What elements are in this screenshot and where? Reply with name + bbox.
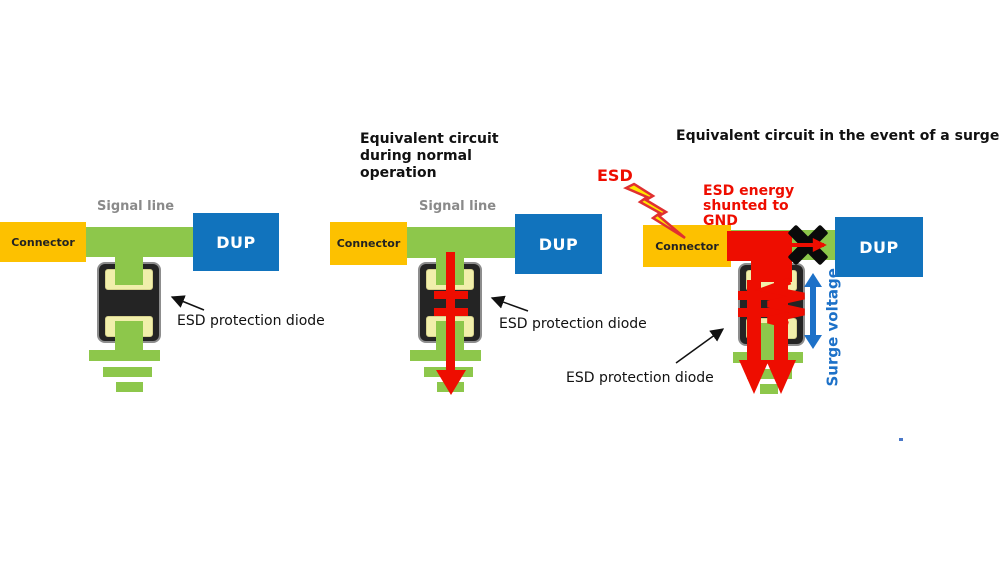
callout-arrow-icon	[675, 328, 725, 364]
connector-label: Connector	[11, 235, 75, 249]
capacitor-plate	[738, 308, 775, 317]
diode-callout-label: ESD protection diode	[177, 313, 325, 329]
dup-box: DUP	[193, 213, 279, 271]
diode-stub-top	[115, 255, 143, 285]
connector-label: Connector	[655, 239, 719, 253]
ground-bar	[89, 350, 160, 361]
stray-period-mark	[899, 438, 903, 441]
capacitor-plate	[434, 291, 468, 299]
connector-box: Connector	[330, 222, 407, 265]
surge-path-horizontal	[727, 231, 792, 261]
diode-stub-bottom	[115, 321, 143, 352]
diode-callout-label: ESD protection diode	[499, 316, 647, 332]
connector-box: Connector	[0, 222, 86, 262]
ground-bar	[116, 382, 143, 392]
surge-voltage-label: Surge voltage	[823, 268, 842, 387]
esd-label: ESD	[597, 166, 633, 185]
dup-label: DUP	[216, 232, 256, 252]
flow-arrowhead-icon	[766, 360, 796, 394]
dup-label: DUP	[859, 237, 899, 257]
ground-bar	[103, 367, 152, 377]
surge-path-vertical	[751, 260, 792, 282]
signal-line-trace	[406, 227, 516, 258]
capacitor-plate	[738, 291, 775, 300]
surge-flow-line	[774, 280, 788, 362]
ground-bar	[733, 352, 803, 363]
surge-arrowhead-up-icon	[804, 273, 822, 287]
flow-arrowhead-icon	[739, 360, 769, 394]
panel-title-normal: Equivalent circuit during normal operati…	[360, 131, 499, 181]
diode-callout-label: ESD protection diode	[566, 370, 714, 386]
callout-arrow-icon	[490, 295, 529, 312]
panel-title-surge: Equivalent circuit in the event of a sur…	[676, 128, 1000, 144]
callout-arrow-icon	[170, 295, 205, 311]
dup-box: DUP	[515, 214, 602, 274]
signal-line-label: Signal line	[97, 199, 175, 214]
signal-line-trace	[85, 227, 193, 257]
dup-box: DUP	[835, 217, 923, 277]
esd-energy-label: ESD energy shunted to GND	[703, 183, 795, 229]
surge-arrowhead-down-icon	[804, 335, 822, 349]
connector-label: Connector	[336, 237, 401, 250]
dup-label: DUP	[538, 234, 579, 254]
signal-line-label: Signal line	[419, 199, 497, 214]
ground-bar	[410, 350, 481, 361]
capacitor-plate	[434, 308, 468, 316]
flow-arrowhead-icon	[436, 370, 466, 395]
connector-box: Connector	[643, 225, 731, 267]
